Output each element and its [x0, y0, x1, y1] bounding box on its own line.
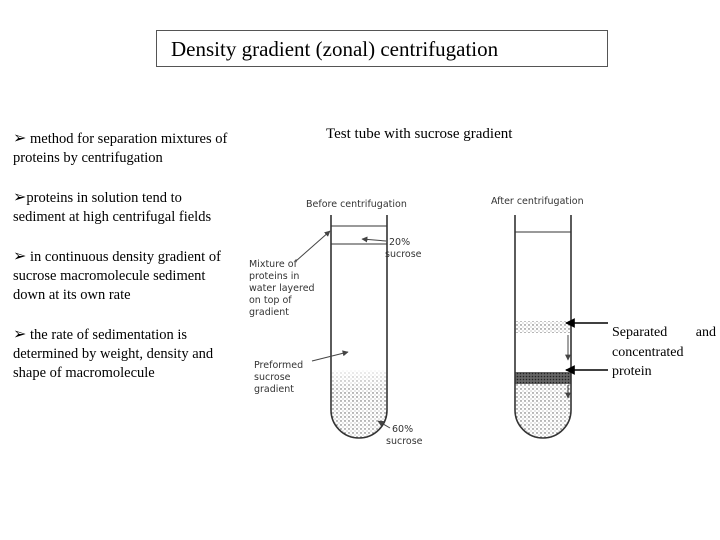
label-mixture: Mixture of proteins in water layered on …: [249, 259, 315, 318]
sucrose-60-pointer: [377, 420, 391, 429]
label-60-line: 60%: [392, 424, 413, 435]
separated-protein-label: Separated and concentrated protein: [612, 325, 716, 379]
preformed-pointer: [311, 350, 349, 362]
arrow-bullet-icon: ➢: [13, 246, 27, 265]
tube-after: [514, 215, 572, 439]
arrow-bullet-icon: ➢: [13, 187, 27, 206]
bullet-text: method for separation mixtures of protei…: [13, 131, 228, 166]
bullet-text: the rate of sedimentation is determined …: [13, 327, 214, 381]
arrow-bullet-icon: ➢: [13, 324, 27, 343]
label-mixture-line: proteins in: [249, 271, 299, 282]
label-20-line: sucrose: [385, 249, 422, 260]
label-preformed-line: Preformed: [254, 360, 303, 371]
bullet-text: in continuous density gradient of sucros…: [13, 249, 221, 303]
label-60-line: sucrose: [386, 436, 423, 447]
after-title: After centrifugation: [491, 196, 584, 207]
label-mixture-line: gradient: [249, 307, 289, 318]
arrow-bullet-icon: ➢: [13, 128, 27, 147]
slide-title: Density gradient (zonal) centrifugation: [156, 30, 608, 67]
bullet-list: ➢ method for separation mixtures of prot…: [13, 128, 235, 402]
before-title: Before centrifugation: [306, 199, 407, 210]
bullet-item: ➢ method for separation mixtures of prot…: [13, 128, 235, 168]
label-mixture-line: water layered: [249, 283, 315, 294]
figure-caption: Test tube with sucrose gradient: [326, 126, 513, 142]
tube-before: [330, 215, 388, 439]
label-preformed-line: gradient: [254, 384, 294, 395]
bullet-item: ➢proteins in solution tend to sediment a…: [13, 187, 235, 227]
mixture-pointer: [295, 230, 331, 262]
bullet-item: ➢ in continuous density gradient of sucr…: [13, 246, 235, 305]
bullet-text: proteins in solution tend to sediment at…: [13, 190, 212, 225]
bullet-item: ➢ the rate of sedimentation is determine…: [13, 324, 235, 383]
label-60-sucrose: 60% sucrose: [386, 424, 423, 447]
label-mixture-line: Mixture of: [249, 259, 298, 270]
label-mixture-line: on top of: [249, 295, 292, 306]
label-preformed-line: sucrose: [254, 372, 291, 383]
label-20-line: 20%: [389, 237, 410, 248]
sucrose-20-pointer: [361, 236, 387, 243]
label-preformed: Preformed sucrose gradient: [254, 360, 303, 395]
label-20-sucrose: 20% sucrose: [385, 237, 422, 260]
